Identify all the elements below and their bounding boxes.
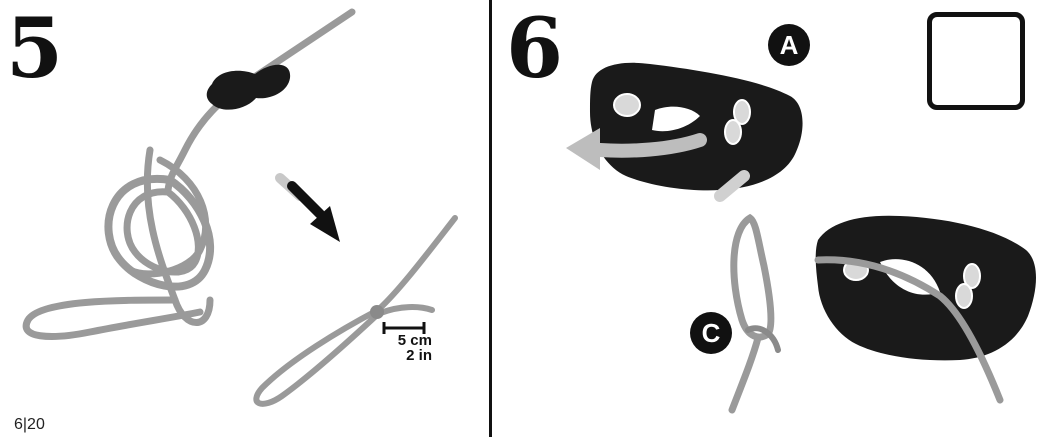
step-number-5: 5 xyxy=(6,8,63,90)
step-number-6: 6 xyxy=(506,8,563,90)
rope-loop-c-tail xyxy=(732,338,758,410)
device-a xyxy=(590,63,803,191)
page-number: 6|20 xyxy=(14,416,45,434)
rope-loop-c xyxy=(734,218,771,337)
column-divider xyxy=(489,0,492,437)
measurement-cm: 5 cm xyxy=(388,333,432,348)
rope-upper xyxy=(168,12,352,190)
device-a-hole-3 xyxy=(725,120,741,144)
rope-finished-loop xyxy=(256,218,455,404)
device-a-hole-1 xyxy=(614,94,640,116)
label-c-badge: C xyxy=(690,312,732,354)
measurement-label: 5 cm 2 in xyxy=(388,333,432,363)
label-a-badge: A xyxy=(768,24,810,66)
device-step5 xyxy=(207,65,290,110)
knot-small xyxy=(370,305,384,319)
measurement-in: 2 in xyxy=(388,348,432,363)
check-box xyxy=(927,12,1025,110)
device-b-hole-3 xyxy=(956,284,972,308)
